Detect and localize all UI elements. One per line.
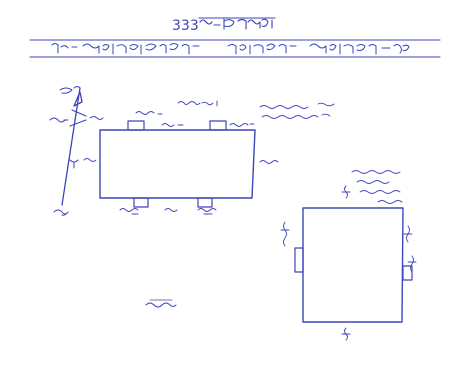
page-title: 333: [172, 17, 276, 34]
title-number: 333: [172, 18, 199, 34]
left-plot-annotation: [259, 102, 335, 119]
left-plot: [83, 100, 335, 215]
right-plot-left-marker: [294, 247, 304, 273]
right-plot-annotation: [351, 170, 403, 204]
left-plot-bottom-marker-1: [133, 197, 149, 208]
left-plot-labels: [83, 100, 279, 215]
right-plot: [280, 170, 417, 341]
title-handwriting: [198, 17, 276, 30]
left-plot-top-marker-2: [209, 120, 227, 131]
header-line: [29, 39, 441, 58]
right-plot-right-marker: [402, 265, 413, 281]
header-handwriting: [51, 43, 410, 55]
north-arrow: [49, 86, 104, 216]
left-plot-top-marker-1: [127, 120, 145, 131]
right-plot-labels: [280, 185, 417, 341]
left-plot-bottom-marker-2: [197, 197, 213, 208]
signature: [145, 299, 177, 308]
